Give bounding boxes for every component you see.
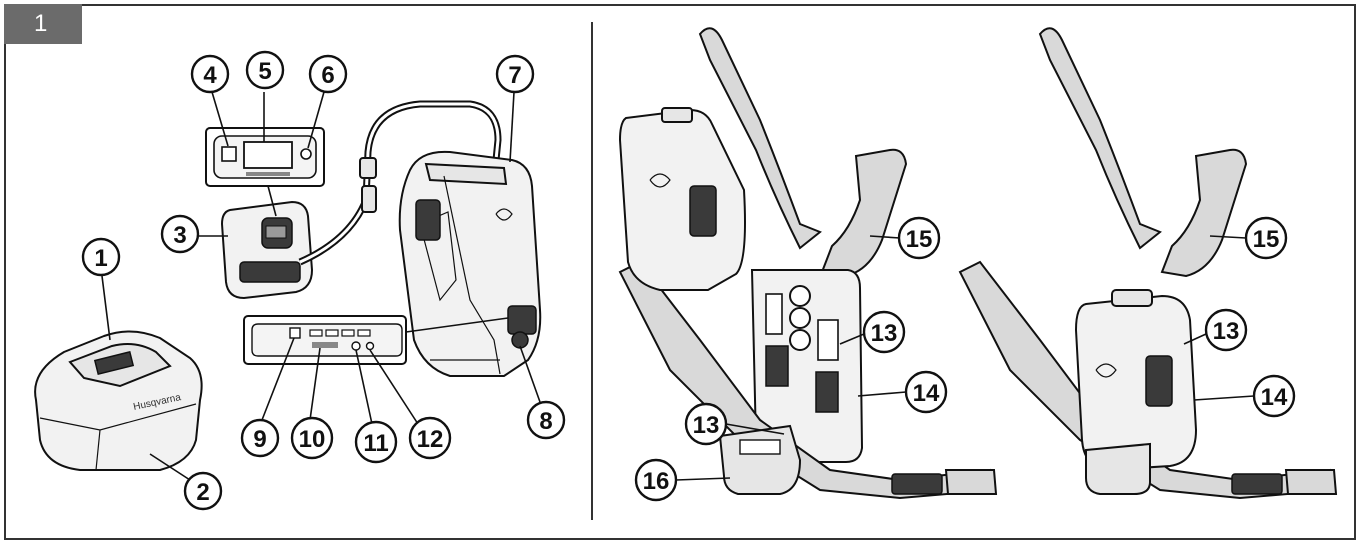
callout-9: 9 [240,418,280,458]
svg-text:13: 13 [871,320,898,347]
callout-15-left: 15 [897,216,941,260]
svg-text:15: 15 [1253,226,1280,253]
callout-13-left-bottom: 13 [684,402,728,446]
display-panel-detail [205,127,325,217]
svg-text:8: 8 [539,408,552,435]
figure-frame [4,4,1356,540]
callout-10: 10 [290,416,334,460]
figure-number-tag: 1 [4,4,82,44]
svg-text:9: 9 [253,426,266,453]
callout-4: 4 [190,54,230,94]
callout-8: 8 [526,400,566,440]
svg-text:4: 4 [203,62,217,89]
svg-text:3: 3 [173,222,186,249]
callout-7: 7 [495,54,535,94]
callout-5: 5 [245,50,285,90]
callout-11: 11 [354,420,398,464]
callout-14-right: 14 [1252,374,1296,418]
callout-13-left-top: 13 [862,310,906,354]
svg-text:2: 2 [196,479,209,506]
svg-text:12: 12 [417,426,444,453]
svg-text:10: 10 [299,426,326,453]
harness-right [958,27,1338,500]
svg-text:11: 11 [363,430,388,457]
battery-control-unit [220,200,314,300]
svg-text:13: 13 [1213,318,1240,345]
svg-text:14: 14 [913,380,940,407]
svg-text:1: 1 [94,245,107,272]
callout-16: 16 [634,458,678,502]
svg-text:5: 5 [258,58,271,85]
callout-2: 2 [183,471,223,511]
svg-text:15: 15 [906,226,933,253]
callout-12: 12 [408,416,452,460]
svg-text:14: 14 [1261,384,1288,411]
callout-6: 6 [308,54,348,94]
battery-charger: Husqvarna [34,330,203,471]
svg-text:16: 16 [643,468,670,495]
callout-15-right: 15 [1244,216,1288,260]
callout-13-right: 13 [1204,308,1248,352]
svg-text:7: 7 [508,62,521,89]
callout-1: 1 [81,237,121,277]
callout-14-left: 14 [904,370,948,414]
harness-left [618,27,998,500]
callout-3: 3 [160,214,200,254]
svg-text:13: 13 [693,412,720,439]
backpack-battery [398,150,542,377]
svg-text:6: 6 [321,62,334,89]
